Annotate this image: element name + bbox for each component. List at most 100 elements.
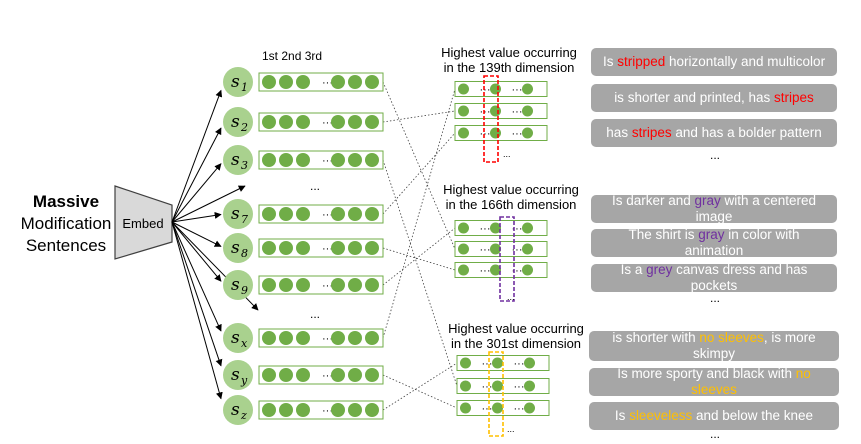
vector-frame (258, 275, 384, 295)
vector-dot (460, 402, 471, 414)
vector-dot (279, 331, 293, 345)
vector-dot (262, 331, 276, 345)
vector-ellipsis: ··· (514, 381, 525, 393)
vector-frame (258, 328, 384, 348)
embedding-vector-8: ··· (258, 238, 384, 258)
vector-frame (258, 365, 384, 385)
vector-dot (365, 331, 379, 345)
vector-dot (522, 222, 533, 234)
vector-dot (492, 402, 503, 414)
embed-arrow-2 (171, 127, 222, 223)
vector-ellipsis: ··· (480, 244, 491, 256)
vector-dot (296, 115, 310, 129)
vector-dot (348, 115, 362, 129)
group-1-sentence-2: is shorter and printed, has stripes (591, 84, 837, 112)
vector-dot (279, 368, 293, 382)
vector-dot (522, 243, 533, 255)
vector-dot (524, 357, 535, 369)
embed-arrow-8 (171, 221, 223, 367)
vector-dot (522, 105, 533, 117)
vector-dot (490, 127, 501, 139)
embed-arrow-7 (171, 221, 222, 332)
vector-dot (490, 222, 501, 234)
embed-arrow-9 (171, 221, 223, 400)
vector-dot (348, 403, 362, 417)
vector-dot (460, 380, 471, 392)
vector-frame (258, 204, 384, 224)
vector-gap-ellipsis-1: ... (310, 179, 320, 193)
vector-dot (296, 403, 310, 417)
vector-ellipsis: ··· (322, 280, 333, 292)
vector-dot (348, 75, 362, 89)
sentence-node-label: s (231, 328, 240, 348)
embedding-vector-2: ··· (258, 112, 384, 132)
group-2-sentence-1: Is darker and gray with a centered image (591, 193, 837, 224)
embedding-vector-7: ··· (258, 204, 384, 224)
vector-ellipsis: ··· (512, 84, 523, 96)
sentence-node-label: s (231, 400, 240, 420)
connector-2 (382, 110, 456, 123)
vector-ellipsis: ··· (480, 106, 491, 118)
group-1-sentence-1: Is stripped horizontally and multicolor (591, 48, 837, 76)
connector-3 (382, 159, 458, 387)
vector-dot (296, 331, 310, 345)
column-continues-3: ... (507, 424, 515, 434)
vector-dot (279, 241, 293, 255)
embed-encoder (114, 185, 173, 260)
embedding-vector-x: ··· (258, 328, 384, 348)
vector-dot (348, 207, 362, 221)
vector-dot (365, 115, 379, 129)
vector-dot (458, 127, 469, 139)
vector-dot (365, 241, 379, 255)
vector-dot (458, 243, 469, 255)
connector-4 (382, 132, 456, 215)
connector-6 (382, 227, 456, 286)
vector-ellipsis: ··· (480, 265, 491, 277)
vector-dot (458, 222, 469, 234)
vector-dot (490, 83, 501, 95)
vector-ellipsis: ··· (322, 77, 333, 89)
vector-dot (331, 331, 345, 345)
group-3-sentence-1: is shorter with no sleeves, is more skim… (589, 330, 839, 361)
sentence-node-subscript: y (240, 374, 248, 387)
vector-dot (460, 357, 471, 369)
vector-ellipsis: ··· (322, 117, 333, 129)
sentence-node-subscript: 2 (240, 121, 248, 134)
connector-7 (382, 88, 456, 339)
dimension-highlight-3 (488, 351, 504, 437)
group-2-heading: Highest value occurring in the 166th dim… (441, 182, 581, 212)
vector-gap-ellipsis-2: ... (310, 307, 320, 321)
keyword-highlight: stripes (774, 90, 814, 105)
group-3-heading-line-2: in the 301st dimension (450, 336, 582, 351)
sentence-node-subscript: 3 (241, 159, 248, 172)
group-3-sentence-3: Is sleeveless and below the knee (589, 402, 839, 430)
vector-ellipsis: ··· (322, 405, 333, 417)
top-vector-5: ······ (454, 241, 548, 257)
sentence-node-subscript: 9 (241, 284, 248, 297)
keyword-highlight: stripped (617, 54, 666, 69)
sentence-node-2 (223, 107, 253, 137)
vector-dot (490, 264, 501, 276)
vector-dot (348, 278, 362, 292)
sentence-node-3 (223, 145, 253, 175)
keyword-highlight: no sleeves (691, 366, 811, 397)
top-vector-4: ······ (454, 220, 548, 236)
input-label-line-2: Modification (21, 214, 112, 233)
vector-dot (365, 207, 379, 221)
vector-dot (490, 243, 501, 255)
vector-dot (262, 368, 276, 382)
group-2-more: ... (710, 291, 721, 305)
vector-dot (365, 278, 379, 292)
sentence-node-subscript: z (240, 409, 247, 422)
vector-dot (458, 83, 469, 95)
connector-1 (382, 81, 456, 250)
connector-8 (382, 374, 458, 409)
vector-dot (490, 105, 501, 117)
vector-dot (262, 153, 276, 167)
group-1-heading-line-1: Highest value occurring (441, 45, 577, 60)
vector-dot (492, 380, 503, 392)
group-2-heading-line-2: in the 166th dimension (445, 197, 577, 212)
vector-ellipsis: ··· (322, 155, 333, 167)
vector-dot (458, 105, 469, 117)
